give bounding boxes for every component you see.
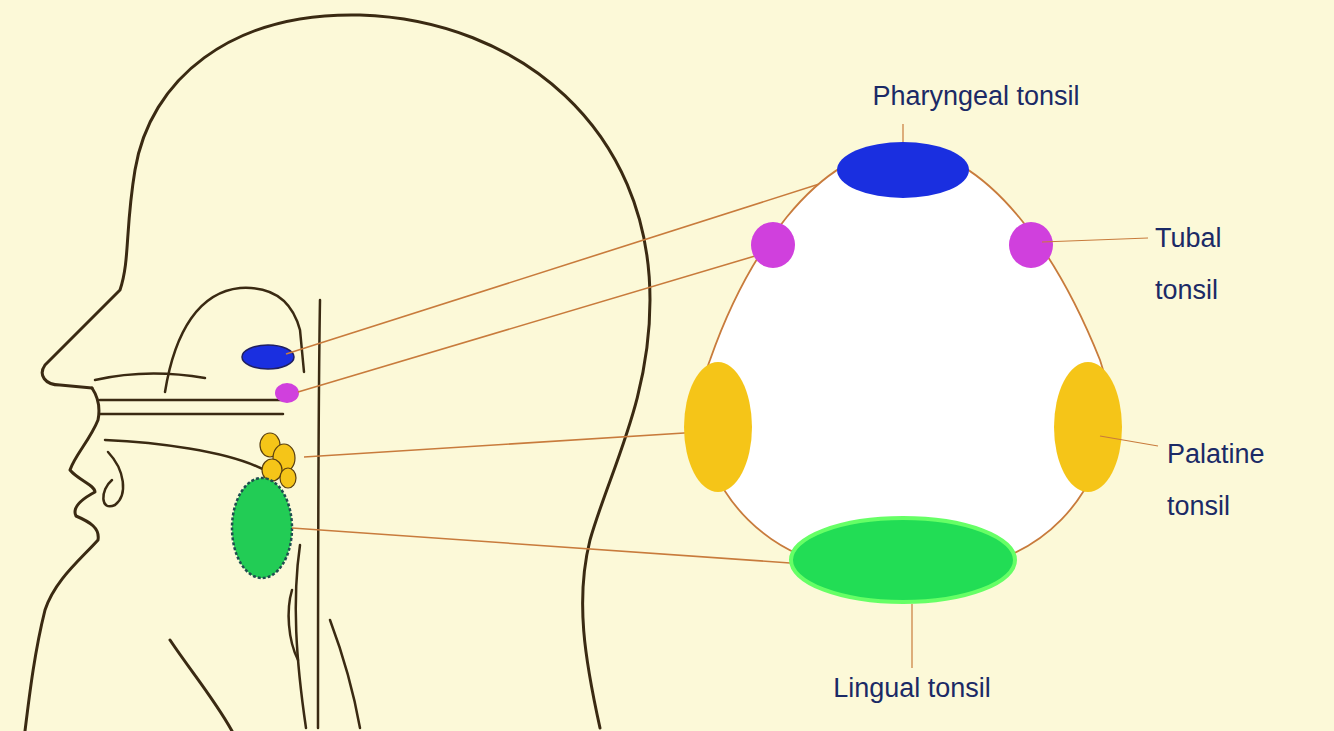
tonsil-label: Lingual tonsil xyxy=(833,670,991,706)
head-outline xyxy=(25,15,650,731)
palatine-tonsil xyxy=(1054,362,1122,492)
tubal-tonsil-side xyxy=(275,383,299,403)
tonsil-label: Pharyngeal tonsil xyxy=(872,78,1079,114)
lingual-tonsil xyxy=(791,518,1015,602)
tubal-tonsil xyxy=(751,222,795,268)
tonsil-label: Tubal tonsil xyxy=(1155,212,1265,316)
head-tonsils xyxy=(232,345,299,578)
ring-tonsils xyxy=(684,142,1122,602)
palatine-tonsil xyxy=(684,362,752,492)
pharyngeal-tonsil-side xyxy=(242,345,294,369)
lingual-tonsil-side xyxy=(232,478,292,578)
tubal-tonsil xyxy=(1009,222,1053,268)
waldeyer-ring xyxy=(700,148,1108,555)
pharyngeal-tonsil xyxy=(837,142,969,198)
label-leaders xyxy=(903,124,1158,668)
head-interior xyxy=(95,288,360,728)
tonsil-label: Palatine tonsil xyxy=(1167,428,1307,532)
